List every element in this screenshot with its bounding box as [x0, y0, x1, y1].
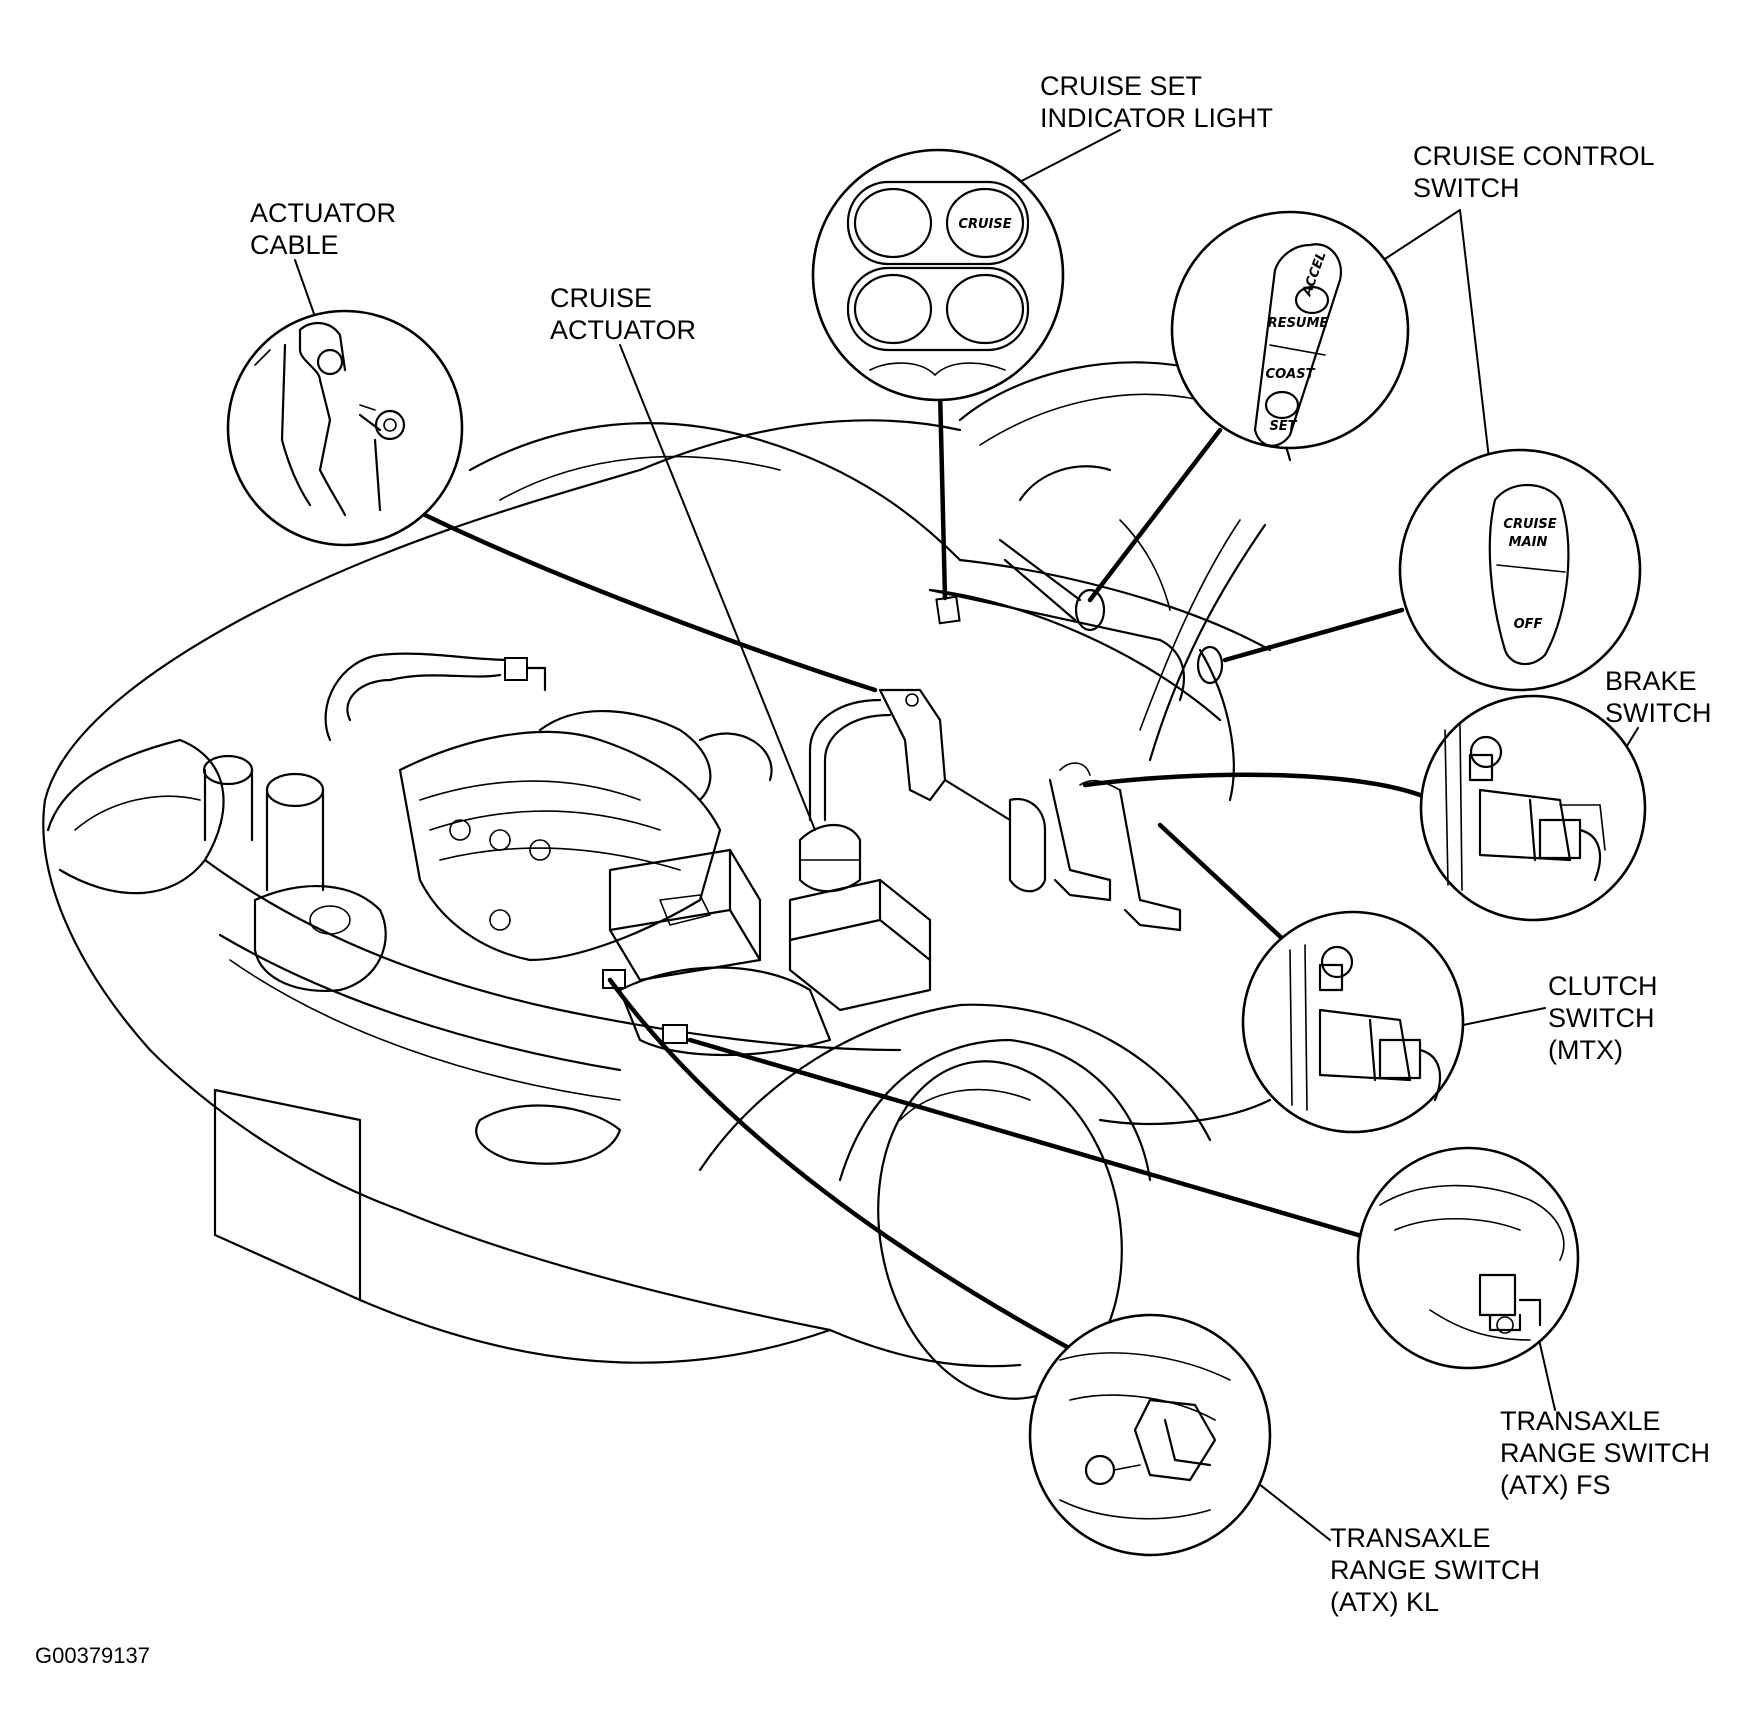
- main-off-text: OFF: [1514, 617, 1543, 632]
- cruise-set-indicator-inset: CRUISE: [811, 148, 1065, 402]
- switch-resume-text: RESUME: [1268, 316, 1329, 331]
- switch-set-text: SET: [1269, 419, 1297, 434]
- actuator-cable-label-2: CABLE: [250, 230, 339, 260]
- cruise-main-switch-inset: CRUISE MAIN OFF: [1398, 448, 1642, 692]
- indicator-cruise-text: CRUISE: [958, 217, 1011, 232]
- transaxle-kl-label-1: TRANSAXLE: [1330, 1523, 1491, 1553]
- clutch-switch-label-1: CLUTCH: [1548, 971, 1658, 1001]
- cruise-set-indicator-label-2: INDICATOR LIGHT: [1040, 103, 1273, 133]
- actuator-cable-label-1: ACTUATOR: [250, 198, 396, 228]
- transaxle-kl-label-2: RANGE SWITCH: [1330, 1555, 1540, 1585]
- engine-bay: [202, 652, 1182, 1057]
- main-cruise-text: CRUISE: [1503, 517, 1556, 532]
- cruise-set-indicator-label-1: CRUISE SET: [1040, 71, 1202, 101]
- callout-labels: CRUISE SET INDICATOR LIGHT CRUISE CONTRO…: [35, 71, 1711, 1668]
- transaxle-fs-label-3: (ATX) FS: [1500, 1470, 1611, 1500]
- actuator-cable-inset: [226, 309, 464, 547]
- cruise-control-switch-label-1: CRUISE CONTROL: [1413, 141, 1655, 171]
- transaxle-kl-label-3: (ATX) KL: [1330, 1587, 1439, 1617]
- cruise-control-switch-label-2: SWITCH: [1413, 173, 1519, 203]
- cruise-actuator-label-1: CRUISE: [550, 283, 652, 313]
- brake-switch-inset: [1419, 694, 1647, 922]
- transaxle-fs-inset: [1356, 1146, 1580, 1370]
- figure-id: G00379137: [35, 1643, 150, 1668]
- brake-switch-label-2: SWITCH: [1605, 698, 1711, 728]
- switch-coast-text: COAST: [1266, 367, 1316, 382]
- cruise-actuator-label-2: ACTUATOR: [550, 315, 696, 345]
- cruise-control-switch-inset: ACCEL RESUME COAST SET: [1170, 210, 1410, 450]
- transaxle-fs-label-1: TRANSAXLE: [1500, 1406, 1661, 1436]
- clutch-switch-label-3: (MTX): [1548, 1035, 1623, 1065]
- transaxle-fs-label-2: RANGE SWITCH: [1500, 1438, 1710, 1468]
- clutch-switch-label-2: SWITCH: [1548, 1003, 1654, 1033]
- clutch-switch-inset: [1241, 910, 1465, 1134]
- main-main-text: MAIN: [1509, 535, 1548, 550]
- vehicle-body-outline: [42, 419, 1272, 1400]
- transaxle-kl-inset: [1028, 1313, 1272, 1557]
- brake-switch-label-1: BRAKE: [1605, 666, 1697, 696]
